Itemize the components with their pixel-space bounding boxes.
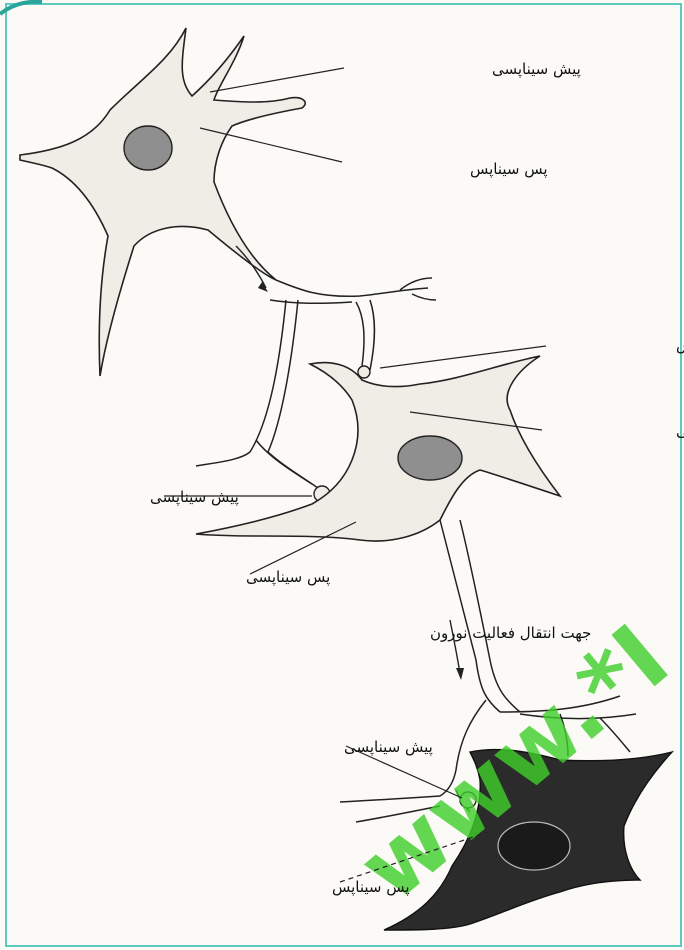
label-postsynaptic-1: پس سیناپس (470, 160, 548, 179)
neuron-middle-body (196, 356, 560, 541)
neuron-middle-nucleus (398, 436, 462, 480)
neuron-top-nucleus (124, 126, 172, 170)
label-presynaptic-3: پیش سیناپسی (150, 488, 239, 507)
label-presynaptic-4: پیش سیناپسی (344, 738, 433, 757)
label-transmission-direction: جهت انتقال فعالیت نورون (430, 624, 591, 642)
label-postsynaptic-2: پس سیناپسی (676, 422, 684, 441)
label-presynaptic-1: پیش سیناپسی (492, 60, 581, 79)
label-presynaptic-2: پیش سیناپس (676, 336, 684, 355)
label-postsynaptic-4: پس سیناپس (332, 878, 410, 897)
neuron-top (20, 28, 305, 376)
label-postsynaptic-3: پس سیناپسی (246, 568, 330, 587)
neuron-top-body (20, 28, 305, 376)
neuron-middle (196, 356, 560, 541)
